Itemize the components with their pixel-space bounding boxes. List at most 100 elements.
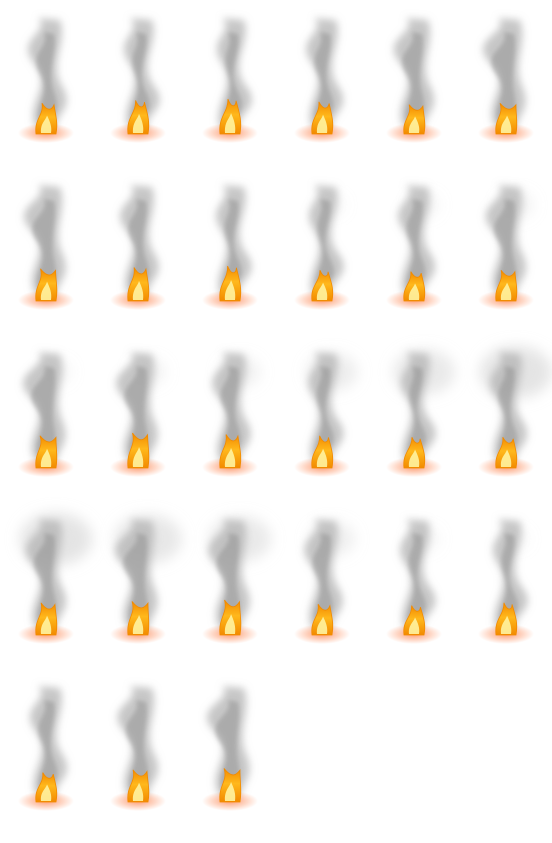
flame-core — [224, 447, 236, 467]
frame-art — [18, 18, 74, 143]
frame-art — [110, 686, 166, 811]
smoke-column — [492, 519, 528, 631]
flame-core — [500, 115, 512, 133]
smoke-core — [407, 533, 426, 629]
smoke-core — [32, 199, 56, 295]
frame-art — [294, 352, 358, 477]
sprite-frame-7 — [0, 175, 92, 342]
flame-core — [224, 781, 236, 801]
smoke-core — [491, 32, 516, 128]
sprite-frame-12 — [460, 175, 552, 342]
flame-core — [224, 113, 236, 133]
flame-core — [500, 449, 512, 467]
sprite-frame-9 — [184, 175, 276, 342]
frame-art — [18, 686, 74, 811]
smoke-column — [217, 18, 252, 130]
smoke-core — [36, 32, 57, 128]
smoke-core — [312, 533, 333, 629]
frame-art — [202, 352, 261, 477]
flame-core — [408, 617, 420, 634]
smoke-core — [402, 32, 425, 128]
frame-art — [110, 185, 166, 310]
flame-core — [40, 615, 52, 634]
sprite-frame-17 — [368, 342, 460, 509]
frame-art — [18, 185, 74, 310]
flame-core — [316, 282, 328, 300]
flame-core — [224, 280, 236, 300]
flame-core — [132, 447, 144, 467]
frame-art — [386, 349, 455, 477]
flame-core — [316, 448, 328, 467]
smoke-core — [128, 199, 149, 295]
flame-core — [132, 782, 144, 801]
sprite-frame-6 — [460, 8, 552, 175]
sprite-frame-13 — [0, 342, 92, 509]
sprite-frame-27 — [184, 676, 276, 843]
flame-core — [132, 113, 144, 133]
frame-art — [386, 519, 442, 644]
flame-core — [316, 114, 328, 133]
frame-art — [202, 686, 258, 811]
flame-core — [40, 281, 52, 300]
smoke-core — [124, 366, 148, 462]
sprite-frame-20 — [92, 509, 184, 676]
smoke-column — [400, 519, 436, 631]
frame-art — [18, 513, 92, 644]
smoke-core — [31, 366, 56, 462]
sprite-frame-10 — [276, 175, 368, 342]
frame-art — [202, 516, 271, 644]
sprite-frame-19 — [0, 509, 92, 676]
frame-art — [294, 185, 350, 310]
sprite-frame-23 — [368, 509, 460, 676]
frame-art — [18, 352, 74, 477]
flame-core — [316, 616, 328, 634]
frame-art — [202, 185, 258, 310]
smoke-core — [33, 533, 57, 629]
flame-core — [408, 116, 420, 133]
flame-core — [224, 614, 236, 634]
sprite-frame-24 — [460, 509, 552, 676]
sprite-frame-16 — [276, 342, 368, 509]
frame-art — [478, 185, 534, 310]
flame-core — [500, 282, 512, 300]
smoke-core — [123, 533, 148, 629]
flame-core — [408, 283, 420, 300]
frame-art — [110, 514, 182, 644]
frame-art — [110, 352, 166, 477]
flame-core — [40, 448, 52, 467]
smoke-column — [309, 185, 344, 297]
sprite-frame-8 — [92, 175, 184, 342]
flame-core — [132, 614, 144, 634]
smoke-core — [216, 533, 240, 629]
smoke-core — [125, 700, 149, 796]
sprite-frame-25 — [0, 676, 92, 843]
flame-core — [40, 784, 52, 801]
sprite-frame-15 — [184, 342, 276, 509]
frame-art — [478, 519, 534, 644]
smoke-core — [38, 700, 58, 796]
flame-core — [408, 449, 420, 467]
frame-art — [386, 185, 442, 310]
smoke-column — [308, 352, 344, 464]
frame-art — [294, 519, 355, 644]
sprite-frame-1 — [0, 8, 92, 175]
sprite-frame-21 — [184, 509, 276, 676]
sprite-frame-3 — [184, 8, 276, 175]
frame-art — [294, 18, 350, 143]
sprite-frame-5 — [368, 8, 460, 175]
flame-core — [132, 280, 144, 300]
frame-art — [202, 18, 258, 143]
sprite-frame-26 — [92, 676, 184, 843]
frame-art — [386, 18, 442, 143]
flame-core — [500, 615, 512, 634]
smoke-core — [494, 199, 517, 295]
sprite-frame-4 — [276, 8, 368, 175]
smoke-core — [406, 199, 426, 295]
frame-art — [478, 18, 534, 143]
sprite-frame-22 — [276, 509, 368, 676]
smoke-column — [400, 352, 436, 464]
smoke-core — [215, 700, 240, 796]
smoke-core — [220, 366, 241, 462]
sprite-frame-14 — [92, 342, 184, 509]
